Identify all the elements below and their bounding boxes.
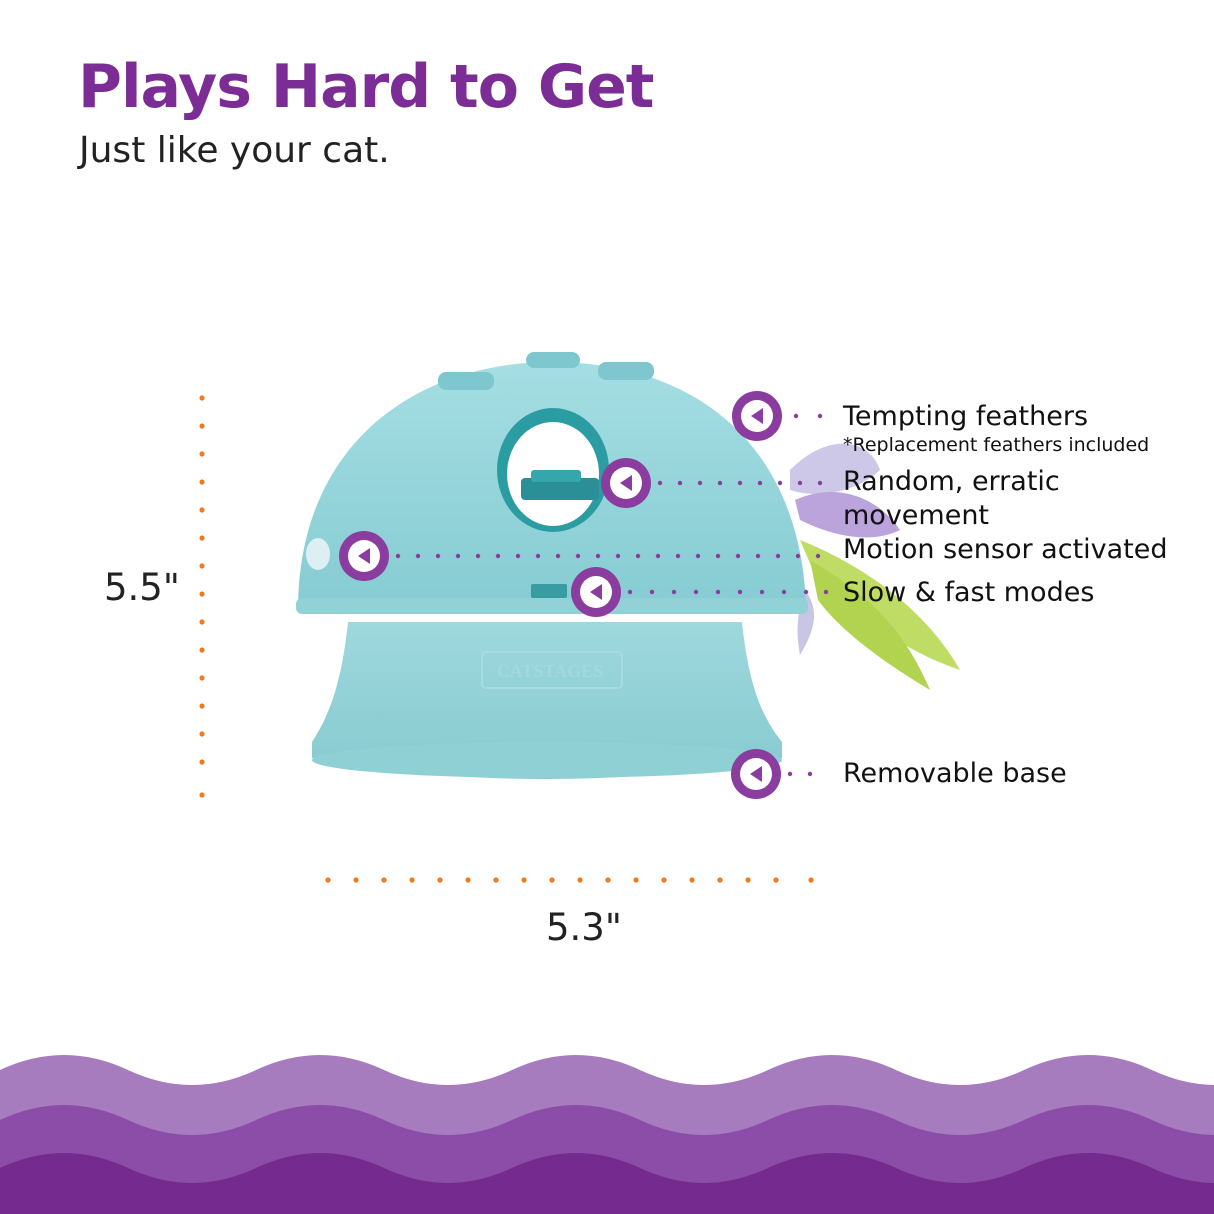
feature-motion-sensor: Motion sensor activated <box>843 534 1168 565</box>
callout-connectors <box>395 413 829 777</box>
toy-plunger <box>521 478 599 500</box>
feature-random-movement-line2: movement <box>843 500 990 531</box>
play-left-arrow-icon <box>601 458 651 508</box>
width-label: 5.3" <box>546 906 622 949</box>
feature-tempting-feathers: Tempting feathers <box>843 401 1089 432</box>
height-label: 5.5" <box>104 566 180 609</box>
width-dimension-line <box>325 877 814 883</box>
feathers-image <box>790 443 960 690</box>
feature-speed-modes: Slow & fast modes <box>843 577 1095 608</box>
feature-removable-base: Removable base <box>843 758 1067 789</box>
feature-random-movement-line1: Random, erratic <box>843 466 1060 497</box>
cat-toy-illustration: CATSTAGES <box>296 352 960 779</box>
feature-tempting-feathers-note: *Replacement feathers included <box>843 434 1150 456</box>
logo-plate <box>481 651 623 689</box>
removable-base-shape <box>312 622 782 779</box>
mode-switch <box>531 584 567 598</box>
product-logo: CATSTAGES <box>497 661 603 681</box>
page-title: Plays Hard to Get <box>78 52 654 122</box>
play-left-arrow-icon <box>732 391 782 441</box>
play-left-arrow-icon <box>731 749 781 799</box>
height-dimension-line <box>199 395 205 798</box>
play-left-arrow-icon <box>571 567 621 617</box>
play-left-arrow-icon <box>339 531 389 581</box>
wave-footer <box>0 1055 1214 1214</box>
page-subtitle: Just like your cat. <box>79 130 390 171</box>
